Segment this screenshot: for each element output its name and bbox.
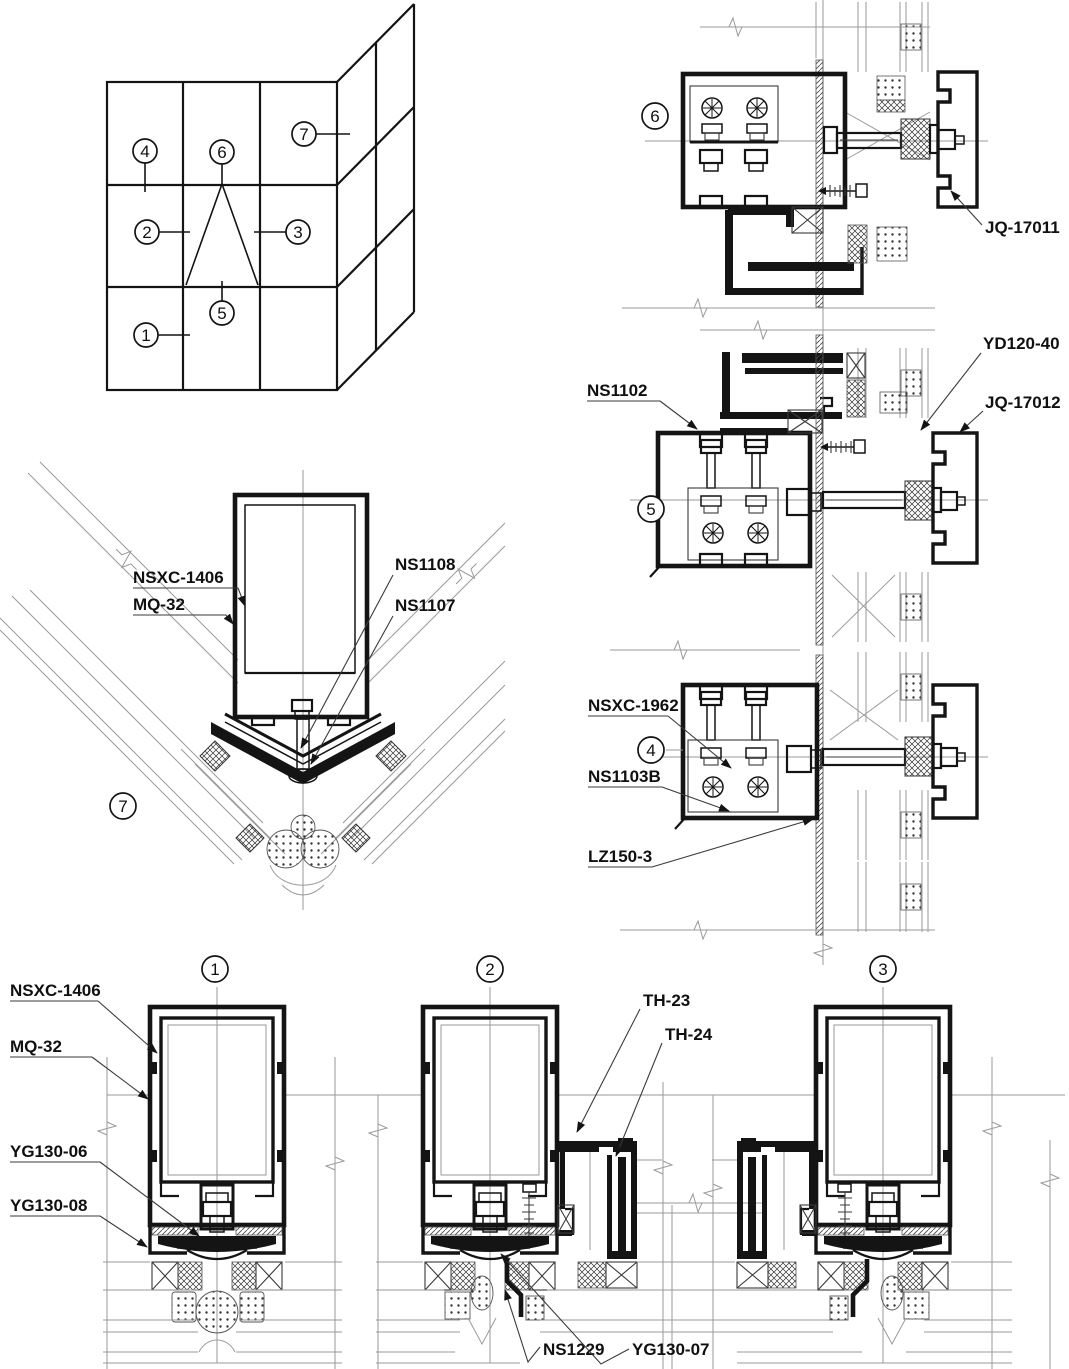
- label-yg130-07: YG130-07: [632, 1340, 710, 1359]
- detail-6-section: 6 JQ-17011: [622, 1, 1060, 340]
- detail-7-callout: 7: [109, 792, 137, 820]
- stack-bolt: [822, 118, 965, 160]
- svg-text:4: 4: [646, 741, 655, 760]
- svg-text:4: 4: [140, 142, 149, 161]
- glass-plane-lines: [0, 461, 506, 865]
- label-yg130-08: YG130-08: [10, 1196, 88, 1215]
- detail-2-callout: 2: [476, 955, 504, 983]
- keyplan-callout-5: 5: [209, 281, 235, 326]
- keyplan-callout-7: 7: [291, 121, 350, 147]
- stack-bolt: [785, 736, 966, 777]
- keyplan-callout-4: 4: [132, 138, 158, 192]
- svg-text:1: 1: [210, 960, 219, 979]
- bottom-axes: [97, 1057, 1065, 1369]
- detail-1-section: 1 NSXC-1406 MQ-32 YG130-06 YG130-08: [10, 955, 342, 1363]
- lower-transom-profile: [725, 206, 908, 295]
- detail-6-callout: 6: [641, 102, 669, 130]
- steel-plate-strip: [815, 334, 824, 646]
- svg-text:3: 3: [878, 960, 887, 979]
- label-jq-17012: JQ-17012: [985, 393, 1061, 412]
- self-tapping-screw: [818, 183, 868, 198]
- svg-text:2: 2: [485, 960, 494, 979]
- label-ns1107: NS1107: [395, 596, 456, 615]
- detail-4-section: 4 NSXC-1962 NS1103B LZ150-3: [588, 651, 979, 966]
- label-ns1108: NS1108: [395, 555, 456, 574]
- label-th-23: TH-23: [643, 991, 690, 1010]
- opening-direction-triangle: [185, 183, 259, 286]
- label-yd120-40: YD120-40: [983, 334, 1060, 353]
- cover-cap-jq17011: [936, 70, 979, 209]
- svg-text:5: 5: [217, 304, 226, 323]
- detail-1-callout: 1: [201, 955, 229, 983]
- label-mq-32: MQ-32: [133, 595, 185, 614]
- detail-5-section: 5 NS1102 YD120-40 JQ-17012: [587, 334, 1061, 660]
- upper-transom-profile: [720, 352, 908, 435]
- steel-plate-strip: [815, 59, 824, 308]
- svg-text:1: 1: [141, 326, 150, 345]
- self-tapping-screw: [820, 439, 866, 454]
- cover-cap: [931, 683, 979, 820]
- keyplan-callout-3: 3: [254, 219, 311, 245]
- mullion-box: [674, 682, 820, 830]
- label-mq-32: MQ-32: [10, 1037, 62, 1056]
- detail-2-section: 2 TH-23 TH-24 NS1229 YG130-07: [376, 955, 833, 1364]
- key-plan: 4 6 7 2 3 5 1: [105, 3, 416, 392]
- label-ns1102: NS1102: [587, 381, 648, 400]
- keyplan-callout-1: 1: [133, 322, 190, 348]
- label-lz150-3: LZ150-3: [588, 847, 652, 866]
- label-jq-17011: JQ-17011: [985, 218, 1060, 237]
- detail-5-callout: 5: [637, 495, 665, 523]
- detail-4-callout: 4: [637, 736, 683, 764]
- label-ns1103b: NS1103B: [588, 767, 661, 786]
- label-nsxc-1406: NSXC-1406: [133, 568, 224, 587]
- label-th-24: TH-24: [665, 1025, 713, 1044]
- svg-text:5: 5: [646, 500, 655, 519]
- svg-text:3: 3: [293, 223, 302, 242]
- corner-mullion: [232, 492, 370, 784]
- corner-pressure-plate: [199, 712, 407, 784]
- label-yg130-06: YG130-06: [10, 1142, 88, 1161]
- svg-text:6: 6: [217, 143, 226, 162]
- label-ns1229: NS1229: [543, 1340, 604, 1359]
- detail-7-corner-section: 7 NSXC-1406 MQ-32 NS1108 NS1107: [0, 461, 506, 910]
- cover-cap-jq17012: [931, 431, 979, 565]
- svg-text:6: 6: [650, 107, 659, 126]
- label-nsxc-1406: NSXC-1406: [10, 981, 101, 1000]
- detail-3-section: 3: [712, 955, 1012, 1363]
- detail-3-callout: 3: [869, 955, 897, 983]
- svg-text:2: 2: [142, 223, 151, 242]
- keyplan-callout-6: 6: [209, 139, 235, 186]
- keyplan-callout-2: 2: [134, 219, 190, 245]
- svg-text:7: 7: [118, 797, 127, 816]
- corner-joint-seal: [235, 814, 371, 896]
- svg-text:7: 7: [299, 125, 308, 144]
- label-nsxc-1962: NSXC-1962: [588, 696, 679, 715]
